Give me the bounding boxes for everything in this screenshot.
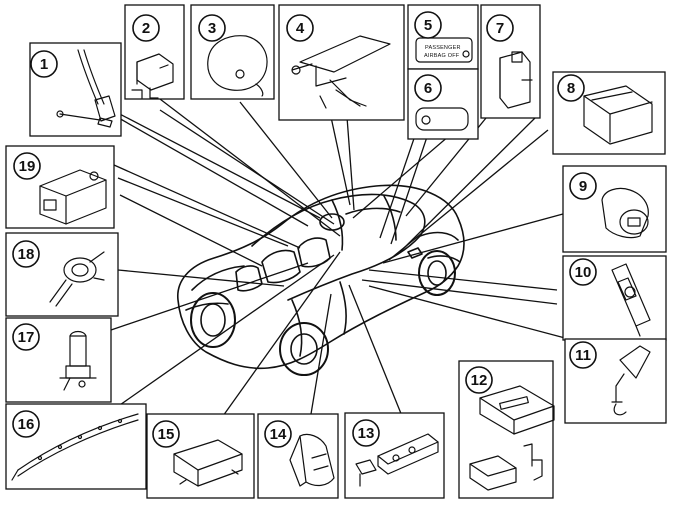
component-number-14: 14 (270, 426, 287, 443)
badge-circle-9 (569, 172, 597, 200)
badge-circle-13 (352, 419, 380, 447)
component-number-15: 15 (158, 426, 175, 443)
svg-text:PASSENGER: PASSENGER (425, 45, 461, 51)
badge-circle-15 (152, 420, 180, 448)
passenger-airbag-off-indicator-icon: PASSENGER AIRBAG OFF (415, 37, 473, 63)
seatbelt-anchor-pretensioner-icon (56, 49, 116, 128)
side-impact-sensor-icon (499, 51, 533, 109)
indicator-lamp-icon (415, 107, 469, 131)
component-number-2: 2 (142, 20, 150, 37)
badge-circle-8 (557, 74, 585, 102)
badge-circle-12 (465, 366, 493, 394)
component-number-6: 6 (424, 80, 432, 97)
component-number-19: 19 (19, 158, 36, 175)
component-number-17: 17 (18, 329, 35, 346)
svg-text:AIRBAG OFF: AIRBAG OFF (424, 53, 460, 59)
component-number-9: 9 (579, 178, 587, 195)
badge-circle-5 (414, 11, 442, 39)
badge-circle-19 (13, 152, 41, 180)
seatbelt-buckle-pretensioner-icon (59, 330, 97, 391)
component-number-3: 3 (208, 20, 216, 37)
seat-side-airbag-icon (289, 433, 335, 487)
component-number-5: 5 (424, 17, 432, 34)
badge-circle-1 (30, 50, 58, 78)
component-number-1: 1 (40, 56, 48, 73)
passenger-airbag-module-icon (583, 85, 653, 145)
inflatable-curtain-icon (11, 413, 139, 481)
badge-circle-14 (264, 420, 292, 448)
badge-circle-3 (198, 14, 226, 42)
badge-circle-11 (569, 341, 597, 369)
leader-lines (110, 95, 586, 424)
component-number-16: 16 (18, 416, 35, 433)
box-5 (407, 4, 479, 70)
badge-circle-6 (414, 74, 442, 102)
component-number-8: 8 (567, 80, 575, 97)
component-number-11: 11 (575, 347, 591, 364)
control-module-bracket-icon (469, 385, 555, 491)
component-number-4: 4 (296, 20, 305, 37)
bracket-rail-icon (355, 433, 439, 487)
airbag-switch-icon (601, 187, 649, 239)
component-number-10: 10 (575, 264, 592, 281)
badge-circle-7 (486, 14, 514, 42)
impact-sensor-icon (39, 169, 107, 225)
seatbelt-buckle-icon (611, 345, 651, 416)
car-illustration (177, 184, 465, 376)
badge-circle-17 (12, 323, 40, 351)
badge-circle-16 (12, 410, 40, 438)
steering-column-icon (291, 35, 391, 109)
driver-airbag-module-icon (207, 35, 268, 97)
badge-circle-18 (12, 240, 40, 268)
crash-sensor-bracket-icon (131, 53, 174, 99)
badge-circle-10 (569, 258, 597, 286)
seatbelt-retractor-icon (611, 263, 651, 337)
component-number-12: 12 (471, 372, 488, 389)
seatbelt-pretensioner-icon (49, 251, 105, 307)
badge-circle-2 (132, 14, 160, 42)
airbag-control-module-icon (173, 439, 243, 487)
component-number-7: 7 (496, 20, 504, 37)
badge-circle-4 (286, 14, 314, 42)
component-number-13: 13 (358, 425, 375, 442)
component-number-18: 18 (18, 246, 35, 263)
